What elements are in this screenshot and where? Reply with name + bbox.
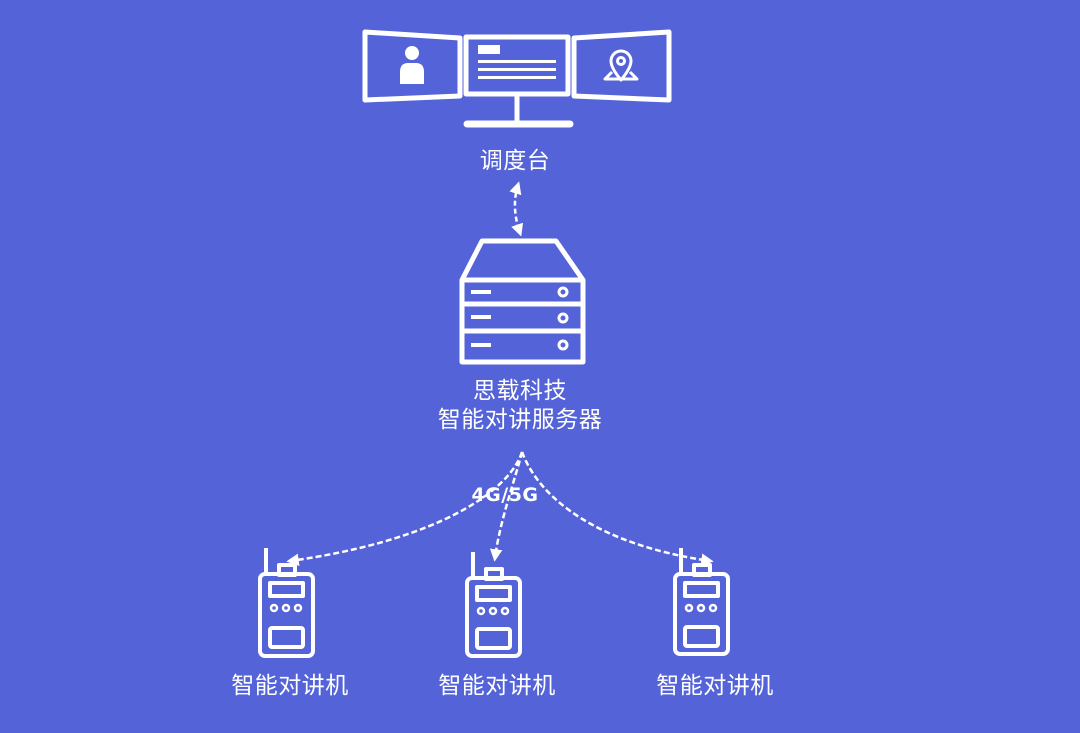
dispatch-console-label: 调度台 <box>479 148 551 174</box>
walkie-talkie-icon <box>673 548 730 656</box>
server-walkie-3-link <box>520 451 714 566</box>
server-rack-icon <box>459 238 586 365</box>
server-drive-slots <box>471 290 491 347</box>
server-walkie-2-link <box>489 451 524 562</box>
console-server-link <box>509 181 524 237</box>
walkie-talkie-icon <box>465 552 522 658</box>
server-status-lights <box>557 286 569 351</box>
location-pin-icon <box>603 49 639 82</box>
walkie-talkie-label-2: 智能对讲机 <box>438 673 556 699</box>
document-icon <box>478 45 556 79</box>
server-walkie-1-link <box>286 451 524 566</box>
walkie-talkie-icon <box>258 548 315 658</box>
walkie-talkie-label-1: 智能对讲机 <box>231 673 349 699</box>
walkie-talkie-label-3: 智能对讲机 <box>656 673 774 699</box>
triple-monitor-icon <box>362 29 672 128</box>
network-label: 4G/5G <box>471 484 539 506</box>
server-company-label: 思载科技 <box>473 378 567 404</box>
server-name-label: 智能对讲服务器 <box>437 407 603 433</box>
user-icon <box>400 46 424 84</box>
